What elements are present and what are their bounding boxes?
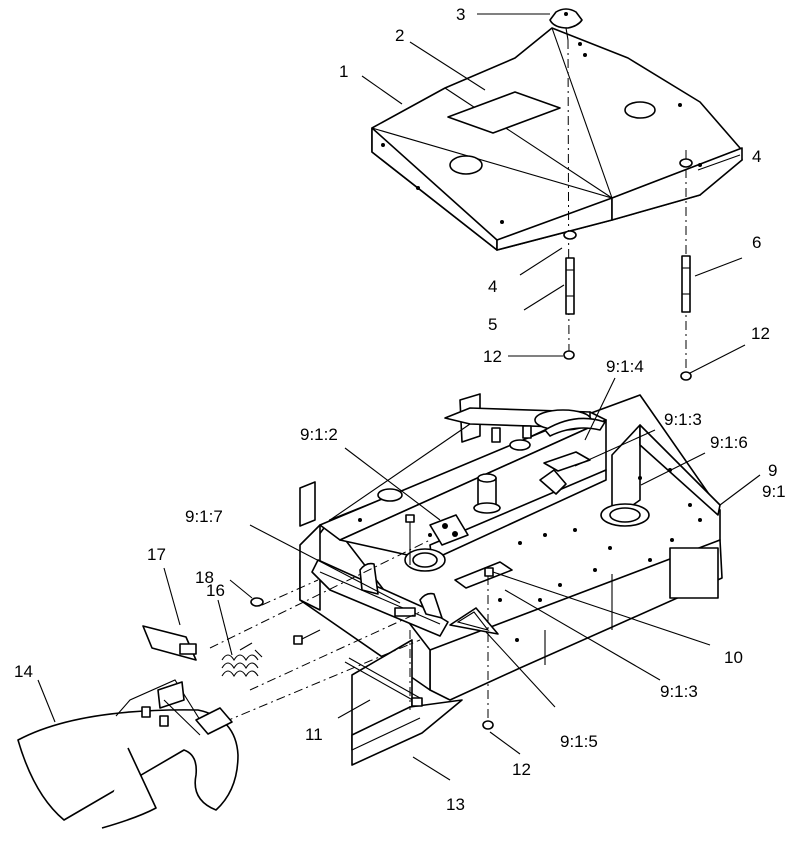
callout-16: 16 [206,581,225,600]
discharge-chute [17,679,239,829]
callout-12-a: 12 [483,347,502,366]
top-cover [371,27,743,251]
callout-11: 11 [305,725,323,744]
nut-18 [250,597,264,607]
callout-2: 2 [395,26,404,45]
bolt-left [293,629,321,645]
callout-14: 14 [14,662,33,681]
callout-9-1-3-top: 9:1:3 [664,410,702,429]
callout-9-1-7: 9:1:7 [185,507,223,526]
hardware-right-stud [679,158,693,381]
spring-16 [221,642,263,678]
decal-rectangle [447,91,561,134]
callout-4-left: 4 [488,277,497,296]
callout-6: 6 [752,233,761,252]
callout-9-1: 9:1 [762,482,786,501]
hardware-left-stud [563,230,577,360]
decal-9-1-3-top [543,451,591,472]
knob [549,8,583,41]
callout-9: 9 [768,461,777,480]
leader-lines [37,13,761,781]
callout-9-1-4: 9:1:4 [606,357,644,376]
callout-4-right: 4 [752,147,761,166]
callout-12-b: 12 [751,324,770,343]
callout-18: 18 [195,568,214,587]
callout-5: 5 [488,315,497,334]
pad-17 [142,625,197,661]
callout-9-1-2: 9:1:2 [300,425,338,444]
callout-9-1-5: 9:1:5 [560,732,598,751]
rod-11 [344,657,423,707]
callout-17: 17 [147,545,166,564]
callout-1: 1 [339,62,348,81]
callout-12-c: 12 [512,760,531,779]
bolt-lower [482,576,494,730]
shield-13 [351,639,463,766]
callout-9-1-3-front: 9:1:3 [660,682,698,701]
callout-labels: 3 2 1 4 4 5 6 12 12 9:1:4 9:1:3 9:1:6 9 … [14,5,786,814]
callout-13: 13 [446,795,465,814]
callout-9-1-6: 9:1:6 [710,433,748,452]
callout-3: 3 [456,5,465,24]
channel-9-1-7 [311,559,449,637]
callout-10: 10 [724,648,743,667]
decal-9-1-2 [429,514,469,546]
deck-housing [299,393,723,701]
